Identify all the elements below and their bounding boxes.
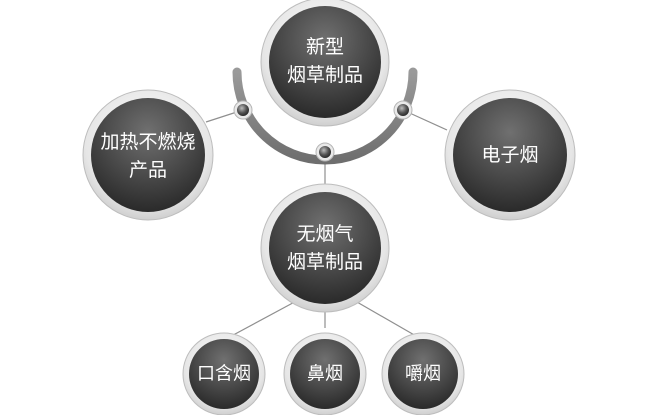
node-heat-not-burn-line1: 加热不燃烧 — [100, 131, 195, 153]
node-chewing-tobacco-label: 嚼烟 — [405, 364, 441, 385]
arc-dot-center — [315, 142, 335, 162]
node-heat-not-burn: 加热不燃烧 产品 — [82, 89, 214, 221]
node-nasal-snuff-label: 鼻烟 — [307, 364, 343, 385]
node-e-cigarette: 电子烟 — [444, 89, 576, 221]
arc-dot-right — [393, 100, 413, 120]
node-oral-snuff: 口含烟 — [182, 332, 266, 415]
node-nasal-snuff: 鼻烟 — [283, 332, 367, 415]
connector-smokeless-to-chewing — [349, 297, 424, 341]
node-new-tobacco-line1: 新型 — [306, 36, 344, 58]
node-heat-not-burn-line2: 产品 — [129, 159, 167, 181]
node-new-tobacco: 新型 烟草制品 — [260, 0, 390, 127]
node-oral-snuff-label: 口含烟 — [197, 364, 251, 385]
arc-dot-left — [233, 100, 253, 120]
arc-dots — [233, 100, 413, 162]
node-e-cigarette-label: 电子烟 — [481, 144, 538, 166]
node-smokeless-line2: 烟草制品 — [287, 251, 363, 273]
connector-smokeless-to-oral — [223, 297, 303, 341]
node-smokeless-line1: 无烟气 — [296, 223, 353, 245]
node-chewing-tobacco: 嚼烟 — [381, 332, 465, 415]
node-new-tobacco-line2: 烟草制品 — [287, 64, 363, 86]
node-smokeless: 无烟气 烟草制品 — [260, 183, 390, 313]
